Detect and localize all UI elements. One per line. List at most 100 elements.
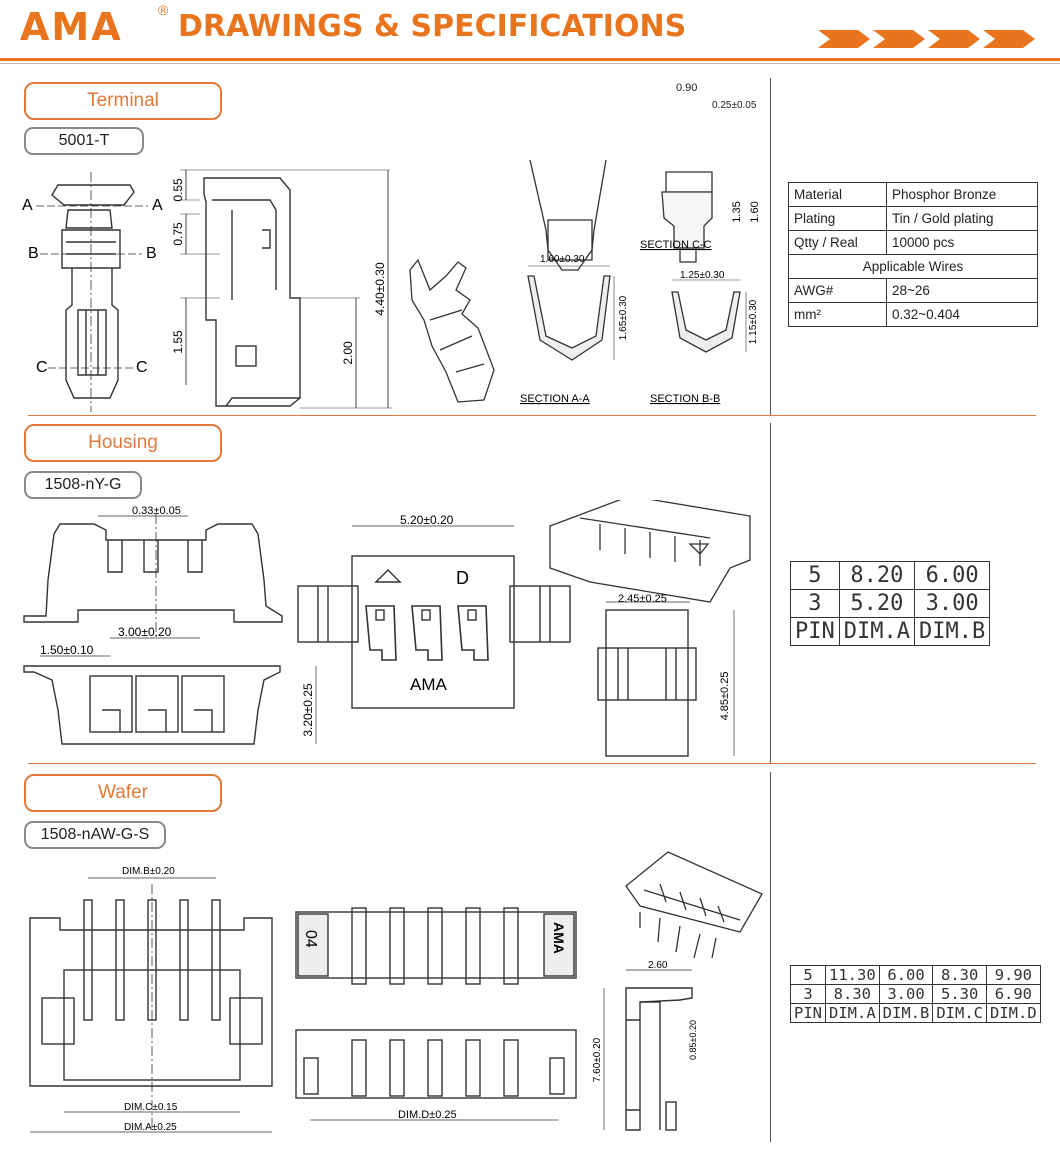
table-header-cell: DIM.D xyxy=(986,1003,1041,1023)
table-cell: 8.30 xyxy=(825,984,880,1004)
table-cell: 5.20 xyxy=(838,589,915,618)
dim-label: 2.00 xyxy=(341,341,355,365)
wafer-pins xyxy=(83,899,221,1021)
table-row: 5 8.20 6.00 xyxy=(790,561,991,590)
housing-front-view xyxy=(23,637,317,745)
table-cell: 3.00 xyxy=(878,984,934,1004)
wafer-front-view xyxy=(29,877,273,1133)
dim-label: 4.85±0.25 xyxy=(719,672,731,721)
dim-label: DIM.A±0.25 xyxy=(124,1122,177,1133)
dim-label: DIM.D±0.25 xyxy=(398,1109,457,1121)
terminal-front-view xyxy=(36,172,148,412)
spec-value: 10000 pcs xyxy=(885,230,1039,255)
wafer-drawing: DIM.B±0.20 DIM.C±0.15 DIM.A±0.25 04 AMA … xyxy=(29,851,763,1133)
dim-label: 2.45±0.25 xyxy=(618,593,667,605)
wafer-top-view xyxy=(295,907,577,985)
table-cell: 8.20 xyxy=(838,561,915,590)
table-row: mm² 0.32~0.404 xyxy=(788,302,1039,327)
dim-label: 1.15±0.30 xyxy=(748,299,759,344)
table-header-cell: DIM.C xyxy=(932,1003,988,1023)
table-cell: 5 xyxy=(790,561,840,590)
spec-value: Tin / Gold plating xyxy=(885,206,1039,231)
table-cell: 3 xyxy=(790,984,826,1004)
table-cell: 8.30 xyxy=(932,965,988,985)
terminal-iso-view xyxy=(409,258,495,403)
section-label-housing: Housing xyxy=(24,424,222,462)
dim-label: 7.60±0.20 xyxy=(592,1037,603,1082)
part-number-housing: 1508-nY-G xyxy=(24,471,142,499)
spec-label: AWG# xyxy=(788,278,887,303)
spec-label: mm² xyxy=(788,302,887,327)
cut-label-a: A xyxy=(152,197,163,214)
dim-label: 5.20±0.20 xyxy=(400,513,454,527)
housing-side-view xyxy=(597,601,735,757)
cut-label-c: C xyxy=(36,359,48,376)
dim-label: 4.40±0.30 xyxy=(373,262,387,316)
table-header-cell: DIM.A xyxy=(838,617,915,646)
terminal-section-cc xyxy=(529,159,713,271)
section-label-wafer: Wafer xyxy=(24,774,222,812)
chevron-arrows-icon xyxy=(818,30,1035,48)
spec-heading: Applicable Wires xyxy=(788,254,1038,279)
cut-label-b: B xyxy=(146,245,157,262)
dim-label: 0.25±0.05 xyxy=(712,100,757,111)
spec-value: Phosphor Bronze xyxy=(885,182,1039,207)
section-title: SECTION B-B xyxy=(650,393,720,405)
dim-label: DIM.C±0.15 xyxy=(124,1102,178,1113)
pin-count-mark: 04 xyxy=(302,930,319,948)
section-label-terminal: Terminal xyxy=(24,82,222,120)
dim-label: 3.20±0.25 xyxy=(301,683,315,737)
dim-label: 1.60 xyxy=(749,201,761,222)
terminal-section-bb xyxy=(671,279,747,353)
section-title: SECTION A-A xyxy=(520,393,590,405)
table-cell: 6.90 xyxy=(986,984,1041,1004)
dim-label: 1.35 xyxy=(731,201,743,222)
table-header-cell: DIM.B xyxy=(913,617,991,646)
cut-label-b: B xyxy=(28,245,39,262)
dim-label: 1.60±0.30 xyxy=(540,254,585,265)
table-header-cell: PIN xyxy=(790,1003,826,1023)
page-title: DRAWINGS & SPECIFICATIONS xyxy=(178,9,687,44)
registered-mark: ® xyxy=(158,2,169,18)
polarity-mark: D xyxy=(456,568,469,588)
column-divider xyxy=(770,423,771,763)
section-divider xyxy=(28,763,1036,764)
table-row: 3 8.30 3.00 5.30 6.90 xyxy=(790,984,1041,1004)
dim-label: 1.50±0.10 xyxy=(40,643,94,657)
section-title: SECTION C-C xyxy=(640,239,712,251)
page-header: AMA ® DRAWINGS & SPECIFICATIONS xyxy=(0,0,1060,60)
section-divider xyxy=(28,415,1036,416)
table-header-row: PIN DIM.A DIM.B DIM.C DIM.D xyxy=(790,1003,1041,1023)
cut-label-c: C xyxy=(136,359,148,376)
dim-label: 1.65±0.30 xyxy=(618,295,629,340)
table-cell: 5 xyxy=(790,965,826,985)
terminal-section-aa xyxy=(527,265,615,361)
wafer-side-view xyxy=(603,969,693,1131)
spec-label: Plating xyxy=(788,206,887,231)
terminal-drawing: A A B B C C 0.55 0.75 1.55 2.00 4.40±0.3… xyxy=(22,159,761,412)
dim-label: 0.75 xyxy=(171,222,185,246)
header-rule-thin xyxy=(0,63,1060,64)
dim-label: 0.85±0.20 xyxy=(688,1020,698,1060)
table-row: Applicable Wires xyxy=(788,254,1038,279)
wafer-bottom-view xyxy=(295,1029,577,1121)
table-cell: 6.00 xyxy=(913,561,991,590)
brand-mark: AMA xyxy=(551,922,567,954)
table-header-row: PIN DIM.A DIM.B xyxy=(790,617,991,646)
column-divider xyxy=(770,78,771,415)
housing-top-view xyxy=(23,514,283,640)
terminal-side-view xyxy=(180,169,392,409)
table-header-cell: DIM.A xyxy=(825,1003,880,1023)
table-row: AWG# 28~26 xyxy=(788,278,1039,303)
housing-dim-table: 5 8.20 6.00 3 5.20 3.00 PIN DIM.A DIM.B xyxy=(790,561,991,646)
spec-value: 0.32~0.404 xyxy=(885,302,1039,327)
dim-label: 0.90 xyxy=(676,82,698,94)
table-row: Qtty / Real 10000 pcs xyxy=(788,230,1039,255)
table-cell: 11.30 xyxy=(825,965,880,985)
dim-label: 2.60 xyxy=(648,960,668,971)
dim-label: 3.00±0.20 xyxy=(118,625,172,639)
table-row: Material Phosphor Bronze xyxy=(788,182,1039,207)
header-rule xyxy=(0,58,1060,61)
housing-drawing: 0.33±0.05 3.00±0.20 1.50±0.10 3.20±0.25 … xyxy=(23,500,751,757)
spec-value: 28~26 xyxy=(885,278,1039,303)
